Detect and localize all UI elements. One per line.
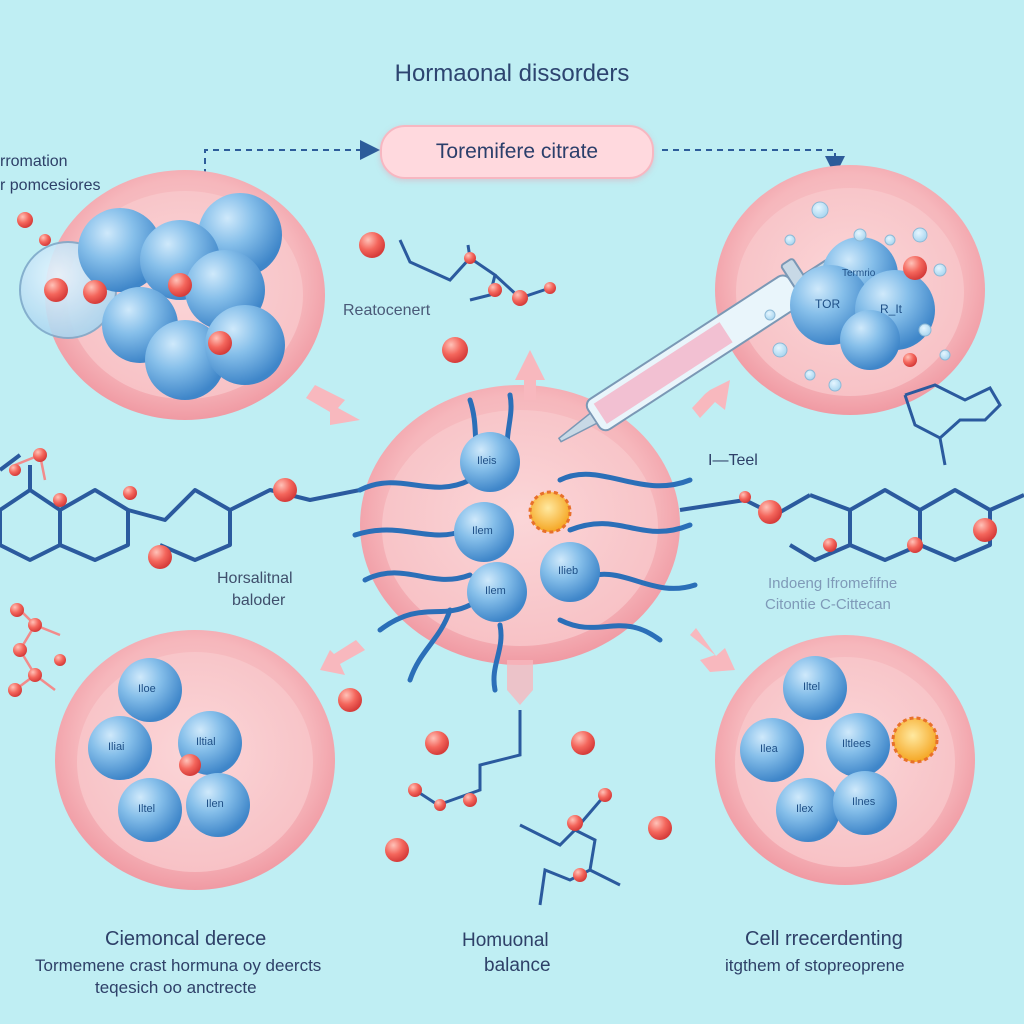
sphere-label: Termrio [842, 268, 876, 279]
spheres-top-right [790, 237, 935, 370]
molecule-top-center [398, 239, 551, 302]
bottom-right-caption-line-2: itgthem of stopreoprene [725, 956, 905, 975]
bottom-right-caption-line-1: Cell rrecerdenting [745, 928, 903, 950]
spheres-center [454, 432, 600, 622]
molecule-chain-right [679, 488, 1024, 562]
bottom-left-caption-line-3: teqesich oo anctrecte [95, 978, 257, 997]
molecule-top-right [903, 383, 1002, 466]
spheres-top-left [78, 193, 285, 400]
bottom-center-caption-line-1: Homuonal [462, 930, 549, 951]
sphere-label: Ilex [796, 803, 814, 815]
flow-arrows [306, 350, 735, 705]
spheres-bottom-right [740, 656, 897, 842]
sphere-label: Ilem [485, 585, 506, 597]
sphere-label: Ilen [206, 798, 224, 810]
bottom-center-caption-line-2: balance [484, 955, 551, 976]
sphere-label: Iloe [138, 683, 156, 695]
spheres-bottom-left [88, 658, 250, 842]
molecule-chain-left [0, 453, 361, 562]
bottom-left-caption-line-1: Ciemoncal derece [105, 928, 267, 950]
sphere-label: Iliai [108, 741, 125, 753]
cell-center [360, 385, 680, 665]
sphere-label: Ilea [760, 743, 778, 755]
sphere-label: Ilnes [852, 796, 876, 808]
sphere-label: Ilem [472, 525, 493, 537]
diagram-title: Hormaonal dissorders [394, 60, 630, 87]
drug-label: Toremifere citrate [435, 140, 599, 163]
sphere-label: Iltel [803, 681, 821, 693]
sphere-label: Ileis [477, 455, 497, 467]
label-right-middle-line-2: Citontie C-Cittecan [765, 596, 891, 613]
sphere-label: Iltlees [842, 738, 871, 750]
sphere-label: TOR [815, 297, 841, 311]
bottom-left-caption-line-2: Tormemene crast hormuna oy deercts [35, 956, 322, 975]
drug-label-pill: Toremifere citrate [380, 125, 654, 179]
bubbles-top-right [764, 201, 951, 392]
label-right-middle-line-1: Indoeng Ifromefifne [768, 575, 898, 592]
top-left-caption-line-1: rromation [0, 153, 68, 170]
top-left-caption-line-2: r pomcesiores [0, 177, 101, 194]
label-horsalitnal-line-1: Horsalitnal [217, 570, 293, 587]
drug-connectors [204, 140, 845, 176]
sphere-label: Iltial [196, 736, 216, 748]
atoms [8, 212, 997, 882]
tendrils [352, 392, 698, 693]
sphere-label: Ilieb [558, 565, 579, 577]
hormone-sun-center [528, 490, 572, 534]
label-i-teel: I—Teel [708, 452, 758, 469]
hormone-sun-right [891, 716, 939, 764]
label-reatocenert: Reatocenert [343, 302, 431, 319]
sphere-label: Iltel [138, 803, 156, 815]
sphere-label: R_It [880, 302, 903, 316]
label-horsalitnal-line-2: baloder [232, 592, 286, 609]
